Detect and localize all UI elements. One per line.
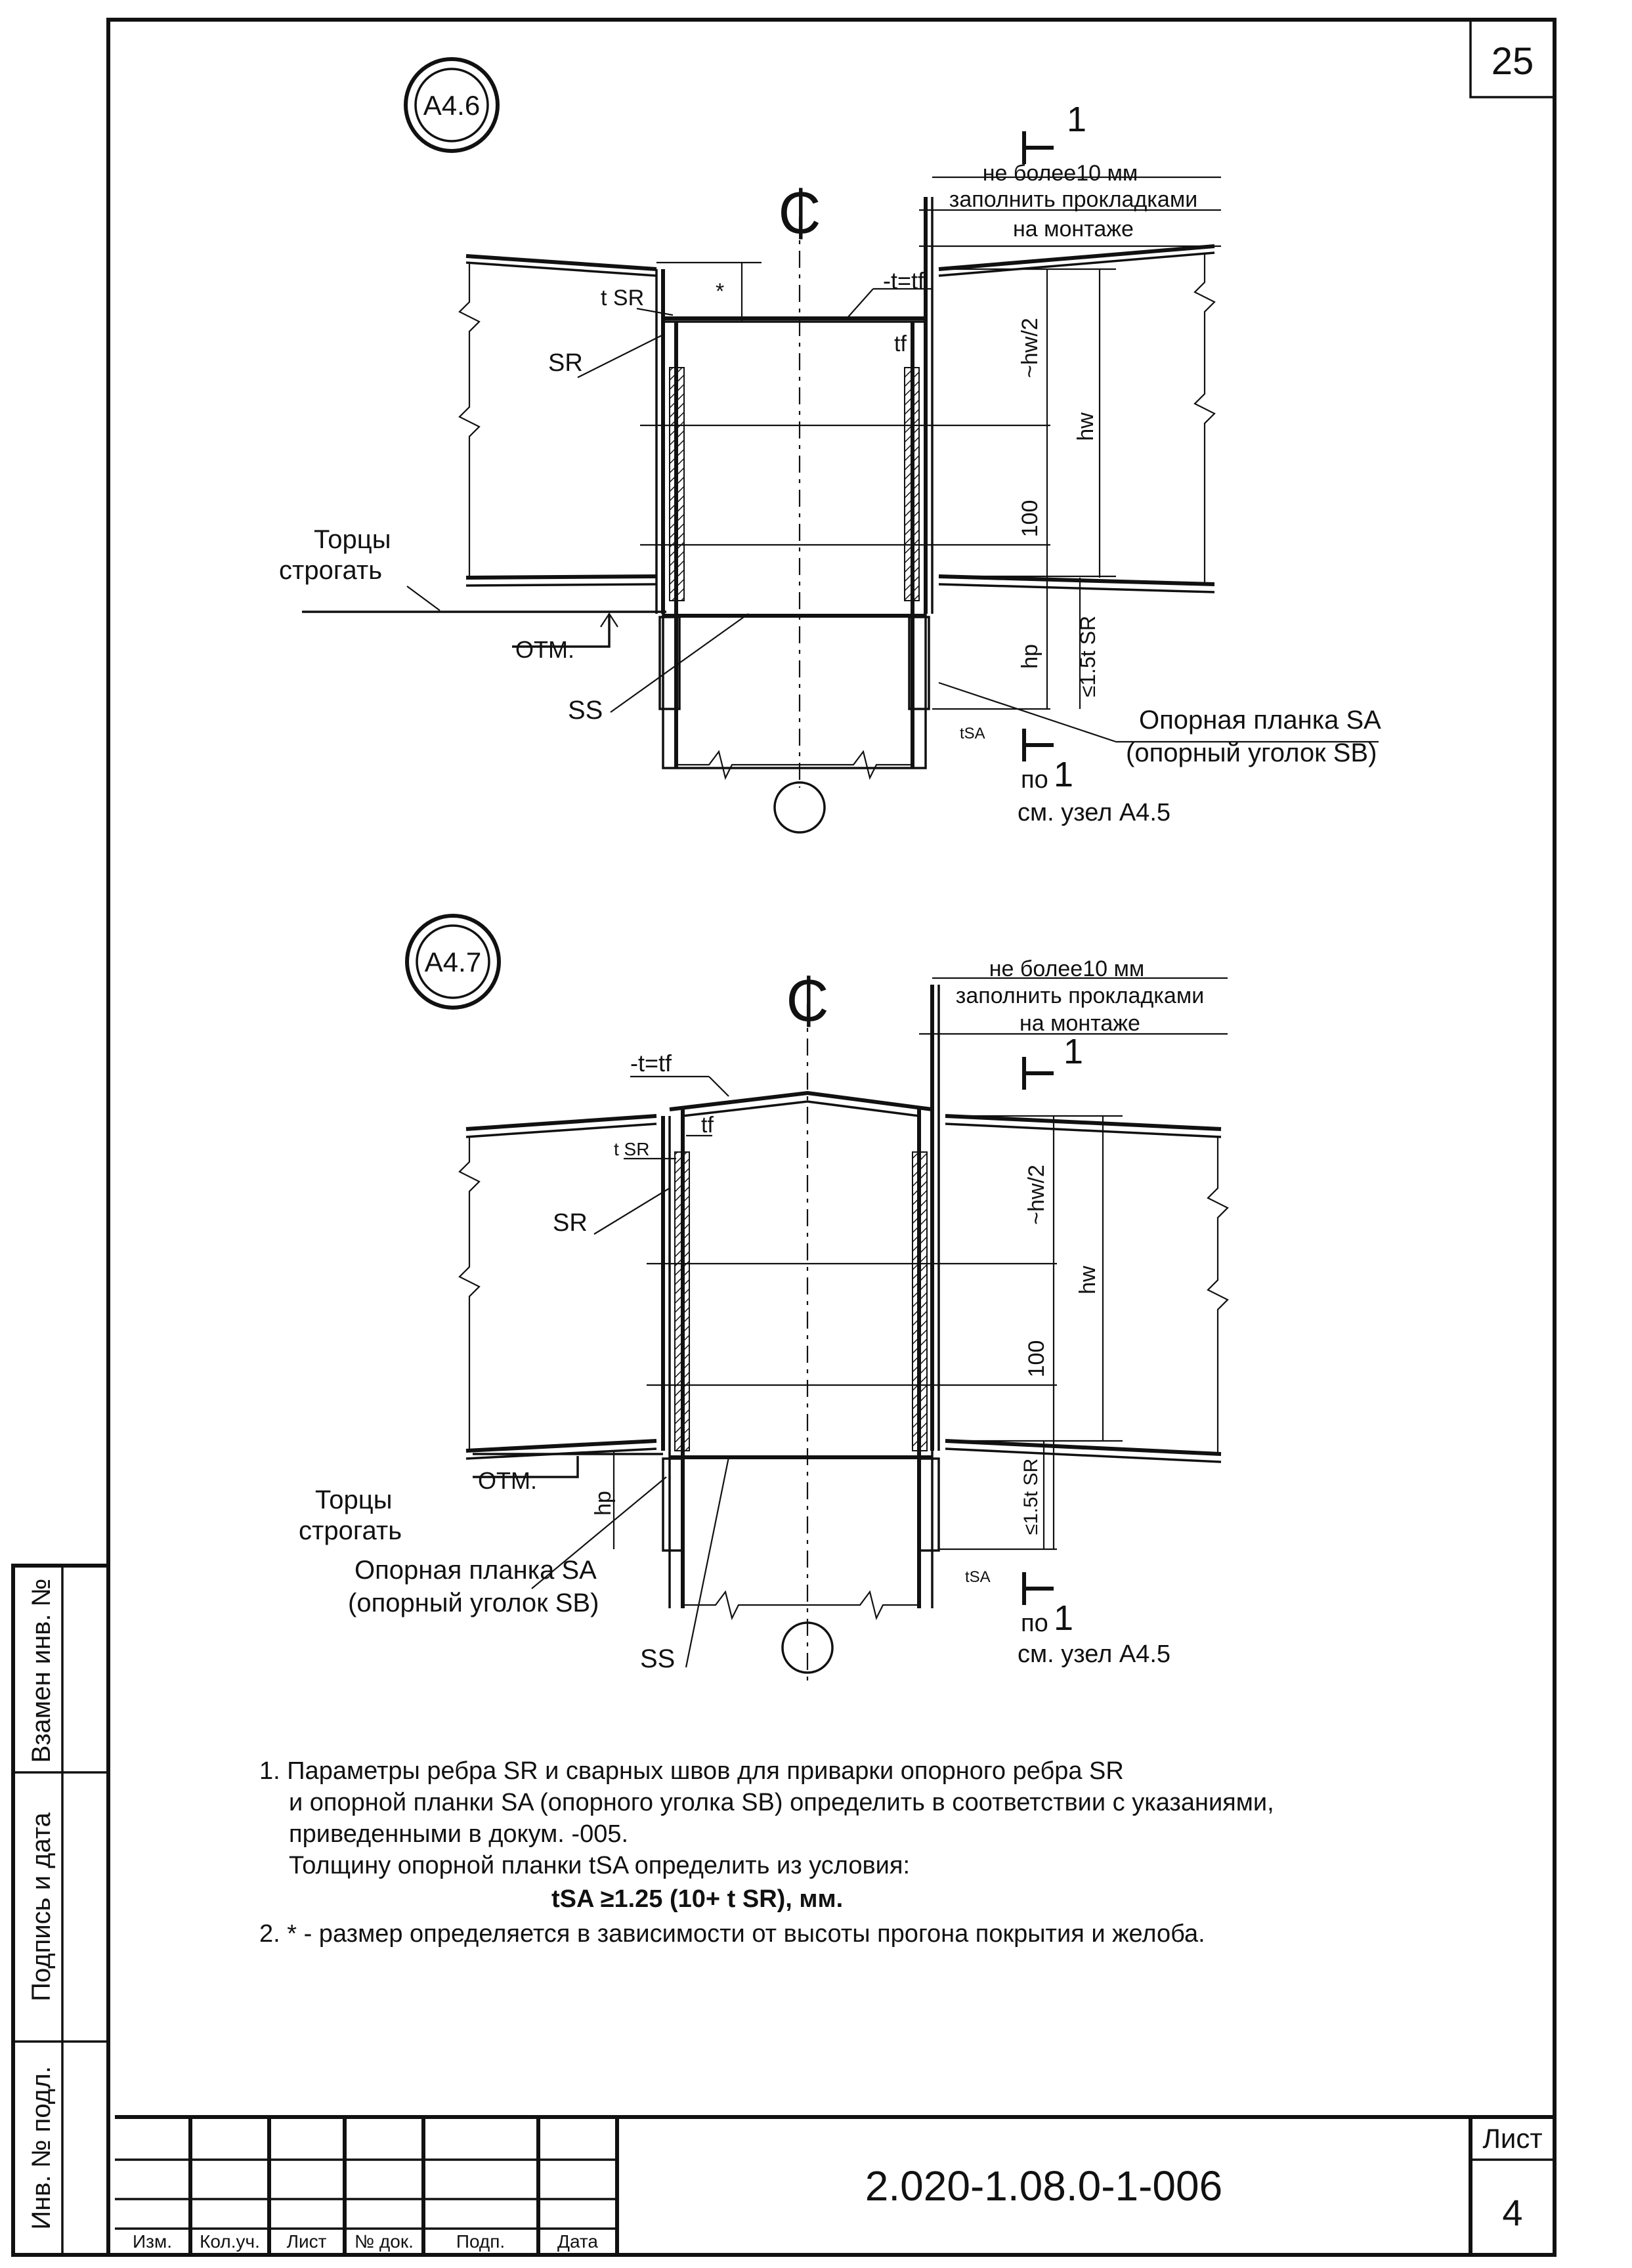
detail-a4-6: А4.6 ₵ <box>279 57 1381 834</box>
a4-7-le-15tsr: ≤1.5t SR <box>1020 1459 1042 1535</box>
detail-a4-6-id: А4.6 <box>423 90 480 121</box>
a4-7-tsa: tSA <box>965 1568 991 1586</box>
detail-a4-7-id: А4.7 <box>425 947 481 977</box>
note-2: 2. * - размер определяется в зависимости… <box>259 1920 1205 1948</box>
a4-6-ends-2: строгать <box>279 556 382 585</box>
a4-7-section-mark-bottom: 1 <box>1054 1598 1073 1638</box>
sheet-number: 4 <box>1502 2192 1522 2233</box>
title-col-izm: Изм. <box>133 2231 172 2252</box>
stamp-inv-replaced: Взамен инв. № <box>27 1578 56 1763</box>
a4-6-ref: см. узел А4.5 <box>1018 799 1170 826</box>
a4-7-sr: SR <box>553 1209 588 1237</box>
centerline-symbol-a4-6: ₵ <box>779 181 821 246</box>
a4-6-hw: hw <box>1073 412 1098 441</box>
a4-7-hw: hw <box>1075 1266 1100 1294</box>
title-col-doc: № док. <box>354 2231 414 2252</box>
a4-6-tsa: tSA <box>960 725 985 742</box>
a4-7-plate-1: Опорная планка SA <box>354 1556 597 1585</box>
title-col-date: Дата <box>557 2231 598 2252</box>
a4-6-star: * <box>716 279 724 304</box>
a4-7-tf: tf <box>701 1113 714 1138</box>
a4-6-plate-1: Опорная планка SA <box>1139 706 1381 735</box>
notes: 1. Параметры ребра SR и сварных швов для… <box>259 1757 1274 1948</box>
a4-7-dim-100: 100 <box>1024 1340 1049 1378</box>
stamp-sign-date: Подпись и дата <box>27 1812 56 2001</box>
title-col-kolich: Кол.уч. <box>200 2231 260 2252</box>
a4-7-gap-note: не более10 мм <box>989 956 1144 981</box>
a4-7-section-mark-top: 1 <box>1063 1032 1083 1071</box>
a4-6-fill-note-2: на монтаже <box>1013 217 1134 242</box>
note-1-formula: tSA ≥1.25 (10+ t SR), мм. <box>551 1885 843 1913</box>
a4-6-dim-100: 100 <box>1018 500 1042 538</box>
a4-6-hw-half: ~hw/2 <box>1018 318 1042 378</box>
note-1-line-1: 1. Параметры ребра SR и сварных швов для… <box>259 1757 1124 1785</box>
a4-6-section-mark-bottom: 1 <box>1054 755 1073 794</box>
side-stamp: Взамен инв. № Подпись и дата Инв. № подл… <box>11 1564 110 2257</box>
a4-6-tf: tf <box>894 332 907 356</box>
drawing-frame: 25 <box>106 18 1557 2257</box>
note-1-line-2: и опорной планки SA (опорного уголка SB)… <box>289 1789 1274 1816</box>
a4-6-sr: SR <box>548 349 583 377</box>
a4-7-plate-2: (опорный уголок SB) <box>348 1589 599 1617</box>
a4-7-po: по <box>1021 1610 1048 1637</box>
note-1-line-3: приведенными в докум. -005. <box>289 1820 628 1848</box>
note-1-line-4: Толщину опорной планки tSA определить из… <box>289 1852 910 1879</box>
corner-sheet-number: 25 <box>1492 40 1534 83</box>
sheet-label: Лист <box>1482 2123 1542 2154</box>
title-col-list: Лист <box>287 2231 327 2252</box>
a4-7-ends-1: Торцы <box>315 1486 392 1514</box>
a4-6-section-mark-top: 1 <box>1067 100 1086 139</box>
a4-6-ends-1: Торцы <box>314 525 391 554</box>
a4-7-ref: см. узел А4.5 <box>1018 1640 1170 1668</box>
a4-6-t-eq-tf: -t=tf <box>883 267 925 294</box>
title-block: Изм. Кол.уч. Лист № док. Подп. Дата 2.02… <box>115 2115 1555 2255</box>
a4-7-hp: hp <box>591 1491 616 1516</box>
a4-7-tsr: t SR <box>614 1139 649 1159</box>
a4-7-hw-half: ~hw/2 <box>1024 1165 1049 1225</box>
a4-6-ss: SS <box>568 696 603 725</box>
a4-6-hp: hp <box>1018 644 1042 669</box>
a4-6-po: по <box>1021 766 1048 794</box>
a4-7-otm: ОТМ. <box>478 1467 537 1494</box>
document-code: 2.020-1.08.0-1-006 <box>865 2162 1222 2210</box>
centerline-symbol-a4-7: ₵ <box>786 968 829 1034</box>
a4-6-tsr: t SR <box>601 286 644 310</box>
a4-6-fill-note-1: заполнить прокладками <box>949 187 1197 212</box>
detail-a4-7: А4.7 ₵ <box>299 914 1229 1687</box>
a4-7-ss: SS <box>640 1644 675 1673</box>
a4-6-plate-2: (опорный уголок SB) <box>1126 738 1377 767</box>
a4-7-fill-note-1: заполнить прокладками <box>956 983 1204 1008</box>
title-col-sign: Подп. <box>456 2231 505 2252</box>
a4-6-otm: ОТМ. <box>515 636 574 663</box>
a4-7-t-eq-tf: -t=tf <box>630 1050 672 1077</box>
a4-6-gap-note: не более10 мм <box>983 161 1138 186</box>
a4-7-ends-2: строгать <box>299 1516 402 1545</box>
stamp-inv-orig: Инв. № подл. <box>27 2066 56 2229</box>
a4-7-fill-note-2: на монтаже <box>1020 1011 1140 1036</box>
a4-6-le-15tsr: ≤1.5t SR <box>1076 616 1100 697</box>
